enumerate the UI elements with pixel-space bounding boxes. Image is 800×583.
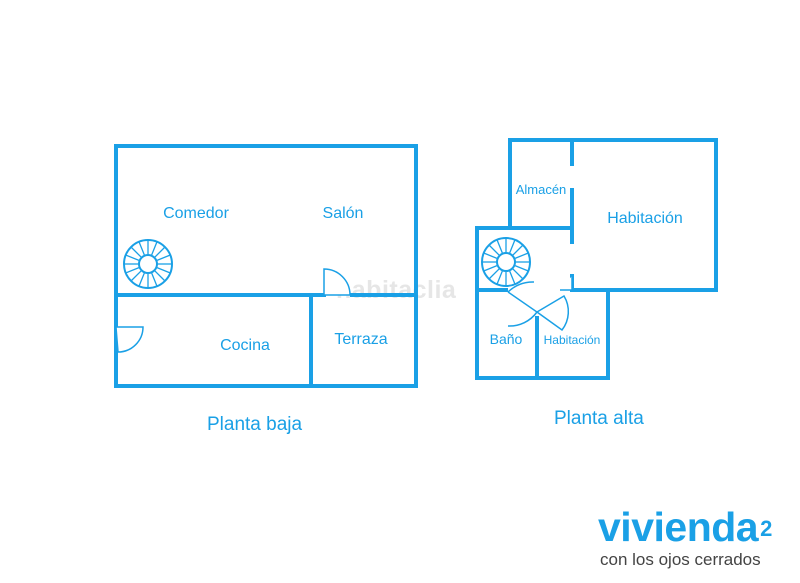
door-cocina-entrance [115,326,144,353]
ground-floor-walls [114,144,418,388]
room-label-cocina: Cocina [220,337,270,354]
room-label-almacen: Almacén [516,182,567,197]
brand-name: vivienda [598,504,759,550]
upper-floor-title: Planta alta [554,408,644,429]
brand-superscript: 2 [760,516,772,541]
brand-logo: vivienda2 con los ojos cerrados [598,507,772,570]
room-label-habitacion-small: Habitación [544,333,601,347]
spiral-stair-ground [123,239,173,289]
brand-tagline: con los ojos cerrados [600,550,761,569]
ground-floor-title: Planta baja [207,414,303,435]
door-habitacion-main [560,276,573,291]
room-label-habitacion-main: Habitación [607,210,683,227]
room-label-bano: Baño [490,331,523,347]
brand-name-line: vivienda2 [598,507,772,548]
door-bano [507,281,539,327]
room-label-terraza: Terraza [334,331,387,348]
ground-outer-wall [114,144,418,388]
door-terraza [323,268,351,296]
watermark-text: habitaclia [336,276,457,304]
room-label-comedor: Comedor [163,205,229,222]
spiral-stair-upper [481,237,531,287]
room-label-salon: Salón [323,205,364,222]
door-habitacion-small [535,294,570,332]
